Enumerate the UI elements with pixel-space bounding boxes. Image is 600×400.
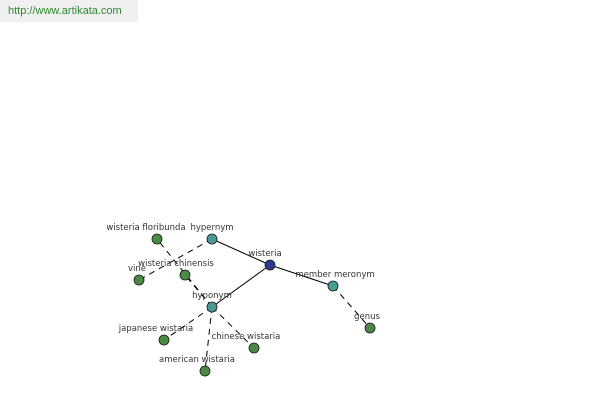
edge-member-meronym-to-genus bbox=[332, 285, 371, 329]
node-circle-member-meronym[interactable] bbox=[327, 280, 339, 292]
edges-layer bbox=[138, 238, 371, 372]
node-american-wistaria[interactable]: american wistaria bbox=[159, 355, 235, 377]
node-label-genus[interactable]: genus bbox=[354, 312, 380, 322]
node-wisteria-chinensis[interactable]: wisteria chinensis bbox=[138, 259, 214, 281]
edge-wisteria-to-hyponym bbox=[211, 264, 271, 308]
node-wisteria[interactable]: wisteria bbox=[248, 249, 282, 271]
node-label-american-wistaria[interactable]: american wistaria bbox=[159, 355, 235, 365]
node-member-meronym[interactable]: member meronym bbox=[295, 270, 375, 292]
node-label-member-meronym[interactable]: member meronym bbox=[295, 270, 374, 280]
site-url-link[interactable]: http://www.artikata.com bbox=[0, 0, 138, 22]
node-vine[interactable]: vine bbox=[128, 264, 146, 286]
node-label-japanese-wistaria[interactable]: japanese wistaria bbox=[118, 324, 194, 334]
node-circle-wisteria-floribunda[interactable] bbox=[151, 233, 163, 245]
node-label-hyponym[interactable]: hyponym bbox=[192, 291, 232, 301]
node-circle-vine[interactable] bbox=[133, 274, 145, 286]
nodes-layer: wisteria hypernym hyponym member meronym vin… bbox=[106, 223, 380, 377]
node-circle-american-wistaria[interactable] bbox=[199, 365, 211, 377]
edge-hyponym-to-chinese-wistaria bbox=[211, 306, 255, 349]
node-label-wisteria-chinensis[interactable]: wisteria chinensis bbox=[138, 259, 214, 269]
node-label-hypernym[interactable]: hypernym bbox=[190, 223, 233, 233]
node-genus[interactable]: genus bbox=[354, 312, 380, 334]
node-circle-genus[interactable] bbox=[364, 322, 376, 334]
edge-wisteria-to-member-meronym bbox=[269, 264, 334, 287]
edge-hyponym-to-wisteria-chinensis bbox=[184, 274, 213, 308]
node-circle-hyponym[interactable] bbox=[206, 301, 218, 313]
node-circle-japanese-wistaria[interactable] bbox=[158, 334, 170, 346]
node-label-wisteria[interactable]: wisteria bbox=[248, 249, 281, 259]
node-wisteria-floribunda[interactable]: wisteria floribunda bbox=[106, 223, 186, 245]
node-japanese-wistaria[interactable]: japanese wistaria bbox=[118, 324, 194, 346]
node-circle-wisteria[interactable] bbox=[264, 259, 276, 271]
edge-hyponym-to-japanese-wistaria bbox=[163, 306, 213, 341]
node-hypernym[interactable]: hypernym bbox=[190, 223, 234, 245]
node-circle-hypernym[interactable] bbox=[206, 233, 218, 245]
edge-wisteria-to-hypernym bbox=[211, 238, 271, 266]
node-hyponym[interactable]: hyponym bbox=[192, 291, 232, 313]
node-chinese-wistaria[interactable]: chinese wistaria bbox=[212, 332, 281, 354]
node-label-wisteria-floribunda[interactable]: wisteria floribunda bbox=[106, 223, 185, 233]
node-circle-wisteria-chinensis[interactable] bbox=[179, 269, 191, 281]
node-label-chinese-wistaria[interactable]: chinese wistaria bbox=[212, 332, 281, 342]
edge-hypernym-to-vine bbox=[138, 238, 213, 281]
node-circle-chinese-wistaria[interactable] bbox=[248, 342, 260, 354]
node-label-vine[interactable]: vine bbox=[128, 264, 146, 274]
